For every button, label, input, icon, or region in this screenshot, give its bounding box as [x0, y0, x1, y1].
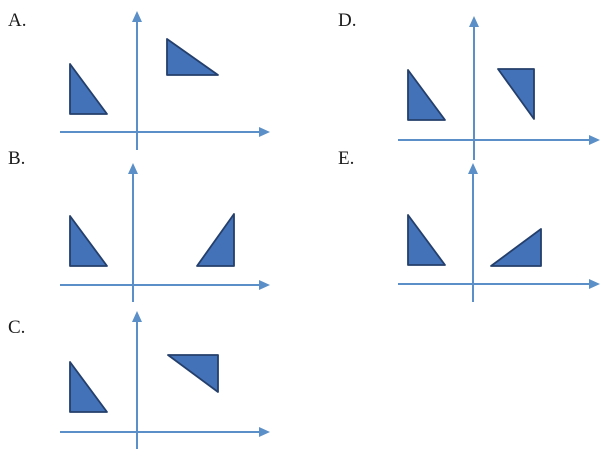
option-b-y-arrow: [128, 163, 138, 174]
option-b-x-arrow: [259, 280, 270, 290]
option-e-image-triangle: [490, 228, 542, 267]
option-d-y-arrow: [469, 16, 479, 27]
option-label-e: E.: [338, 148, 355, 169]
option-a-x-arrow: [259, 127, 270, 137]
option-e-x-arrow: [589, 279, 600, 289]
option-label-c: C.: [8, 317, 26, 338]
option-a-original-triangle: [69, 63, 108, 115]
option-c-original-triangle: [69, 361, 108, 413]
option-label-a: A.: [8, 10, 27, 31]
option-a-image-triangle: [166, 38, 219, 76]
option-b-original-triangle: [69, 215, 108, 267]
option-label-d: D.: [338, 10, 357, 31]
option-d-image-triangle: [497, 68, 535, 120]
option-a-graph: [60, 11, 270, 150]
option-label-b: B.: [8, 148, 26, 169]
option-e-graph: [398, 163, 600, 302]
option-d-x-arrow: [589, 135, 600, 145]
option-c-image-triangle: [167, 354, 219, 393]
option-b-graph: [60, 163, 270, 302]
option-b-image-triangle: [196, 213, 235, 267]
option-c-y-arrow: [132, 311, 142, 322]
option-e-y-arrow: [468, 163, 478, 174]
option-a-y-arrow: [132, 11, 142, 22]
option-c-graph: [60, 311, 270, 449]
option-d-graph: [398, 16, 600, 160]
option-e-original-triangle: [407, 214, 446, 266]
option-d-original-triangle: [407, 69, 446, 121]
option-c-x-arrow: [259, 427, 270, 437]
